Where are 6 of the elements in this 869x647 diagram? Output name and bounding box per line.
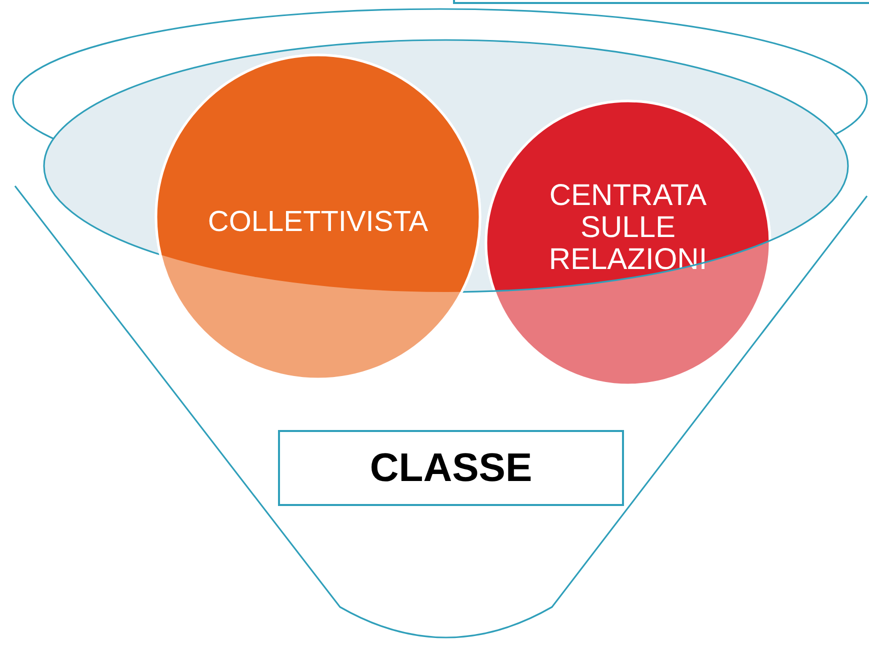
label-box — [278, 430, 624, 506]
title-text: CLASSE — [370, 446, 532, 490]
circle-label: CENTRATA SULLE RELAZIONI — [548, 180, 708, 276]
circle-label: COLLETTIVISTA — [206, 205, 430, 239]
circle — [154, 53, 482, 381]
circle — [484, 99, 772, 387]
